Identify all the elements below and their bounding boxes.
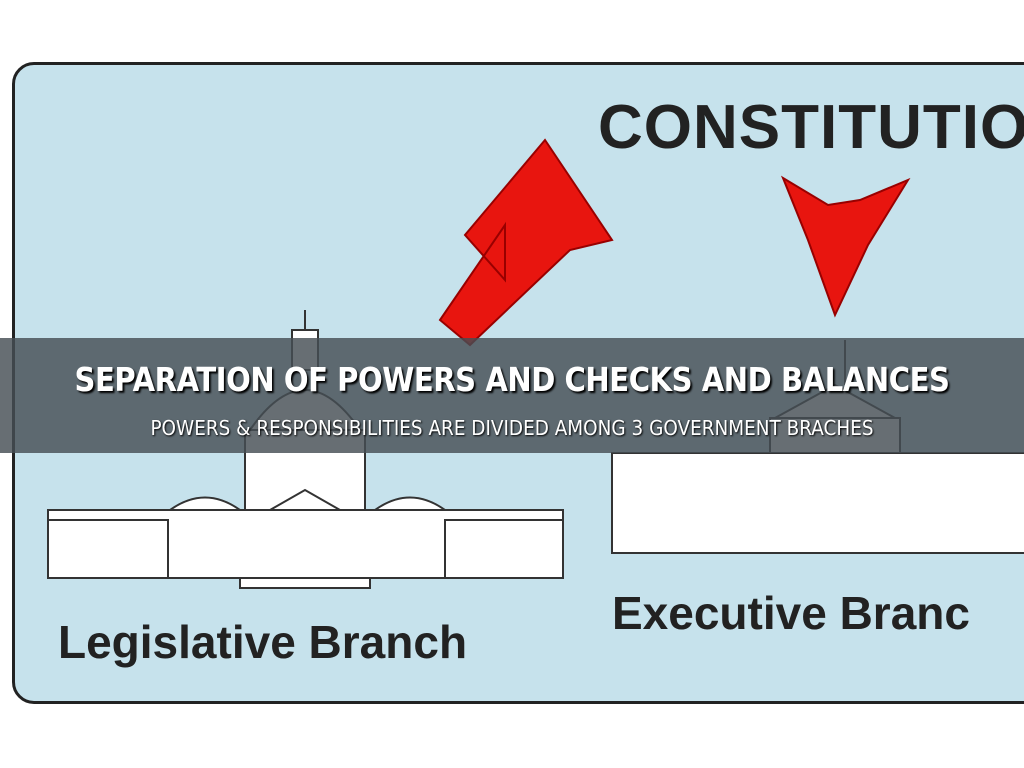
slide-title: SEPARATION OF POWERS AND CHECKS AND BALA…: [74, 360, 950, 399]
executive-branch-label: Executive Branc: [612, 587, 970, 639]
arrow-to-legislative: [438, 138, 614, 347]
legislative-branch-label: Legislative Branch: [58, 616, 468, 668]
constitution-heading: CONSTITUTIO: [598, 93, 1024, 162]
title-banner: SEPARATION OF POWERS AND CHECKS AND BALA…: [0, 338, 1024, 453]
arrow-to-executive: [780, 175, 911, 318]
slide-subtitle: POWERS & RESPONSIBILITIES ARE DIVIDED AM…: [150, 416, 874, 440]
